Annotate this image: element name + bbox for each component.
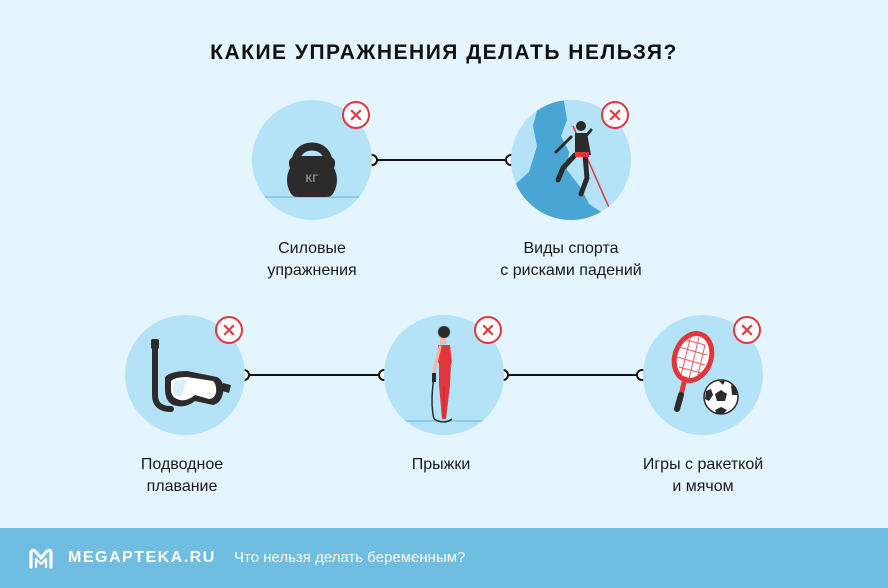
exercise-label: Игры с ракеткой и мячом [593,454,813,498]
label-line: Игры с ракеткой [642,456,764,473]
icon-circle [643,315,763,435]
forbidden-icon [215,316,243,344]
m-logo-icon[interactable] [28,547,54,569]
exercise-label: Прыжки [331,454,551,476]
article-link[interactable]: Что нельзя делать беременным? [234,549,466,566]
icon-circle [384,315,504,435]
label-line: Прыжки [411,456,471,473]
exercise-label: Подводное плавание [72,454,292,498]
label-line: плавание [146,478,218,495]
exercise-jumping [384,315,504,435]
exercise-strength: КГ [252,100,372,220]
label-line: упражнения [267,262,357,279]
footer-bar: MEGAPTEKA.RU Что нельзя делать беременны… [0,528,888,588]
exercise-label: Силовые упражнения [202,238,422,282]
climber-icon [511,100,612,220]
kettlebell-mark: КГ [306,173,320,185]
label-line: Силовые [278,240,346,257]
forbidden-icon [733,316,761,344]
forbidden-icon [601,101,629,129]
brand-name[interactable]: MEGAPTEKA.RU [68,549,216,566]
label-line: и мячом [672,478,734,495]
kettlebell-icon: КГ [262,142,362,198]
label-line: Подводное [140,456,224,473]
exercise-racket-ball-games [643,315,763,435]
jump-rope-icon [394,326,494,423]
connector-line [503,374,642,376]
exercise-underwater-swimming [125,315,245,435]
exercise-fall-risk [511,100,631,220]
page-title: КАКИЕ УПРАЖНЕНИЯ ДЕЛАТЬ НЕЛЬЗЯ? [210,41,678,64]
label-line: с рисками падений [500,262,642,279]
exercise-label: Виды спорта с рисками падений [461,238,681,282]
label-line: Виды спорта [523,240,619,257]
snorkel-mask-icon [151,339,231,412]
racket-ball-icon [671,331,739,415]
forbidden-icon [474,316,502,344]
connector-line [372,159,511,161]
connector-line [244,374,384,376]
forbidden-icon [342,101,370,129]
